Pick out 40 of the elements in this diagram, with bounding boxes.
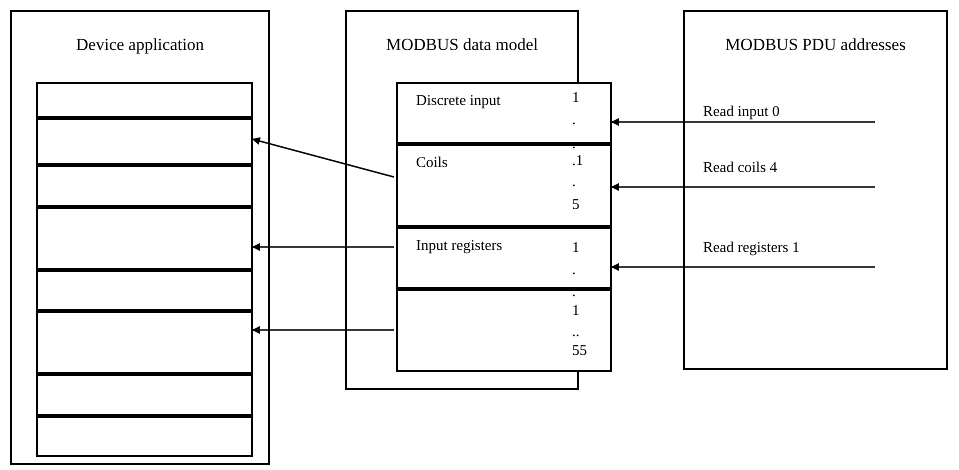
memory-row bbox=[36, 374, 253, 416]
table-section bbox=[396, 144, 612, 227]
memory-row bbox=[36, 82, 253, 118]
column-title: Device application bbox=[75, 34, 205, 56]
address-number: 55 bbox=[572, 343, 587, 360]
section-label: Discrete input bbox=[416, 92, 501, 111]
memory-row bbox=[36, 165, 253, 207]
section-label: Coils bbox=[416, 154, 448, 173]
edge-label: Read input 0 bbox=[703, 103, 780, 121]
address-number: .. bbox=[572, 324, 580, 341]
address-number: 1 bbox=[572, 240, 580, 257]
address-number: 1 bbox=[572, 303, 580, 320]
table-section bbox=[396, 227, 612, 289]
arrow bbox=[252, 326, 394, 334]
address-number: . bbox=[572, 262, 576, 279]
address-number: . bbox=[572, 112, 576, 129]
arrow bbox=[611, 263, 875, 271]
table-section bbox=[396, 82, 612, 144]
address-number: 5 bbox=[572, 197, 580, 214]
address-number: . bbox=[572, 136, 576, 153]
memory-row bbox=[36, 118, 253, 165]
arrow bbox=[252, 137, 394, 178]
memory-row bbox=[36, 416, 253, 457]
section-label: Input registers bbox=[416, 237, 502, 256]
memory-row bbox=[36, 311, 253, 374]
address-number: . bbox=[572, 284, 576, 301]
memory-row bbox=[36, 207, 253, 270]
address-number: .1 bbox=[572, 153, 584, 170]
address-number: . bbox=[572, 174, 576, 191]
memory-row bbox=[396, 289, 612, 372]
column-title: MODBUS data model bbox=[384, 34, 540, 56]
arrow bbox=[611, 183, 875, 191]
address-number: 1 bbox=[572, 90, 580, 107]
arrow bbox=[611, 118, 875, 126]
container-box bbox=[10, 10, 270, 465]
memory-row bbox=[36, 270, 253, 311]
edge-label: Read registers 1 bbox=[703, 239, 800, 257]
column-title: MODBUS PDU addresses bbox=[724, 34, 907, 56]
container-box bbox=[683, 10, 948, 370]
arrow bbox=[252, 243, 394, 251]
